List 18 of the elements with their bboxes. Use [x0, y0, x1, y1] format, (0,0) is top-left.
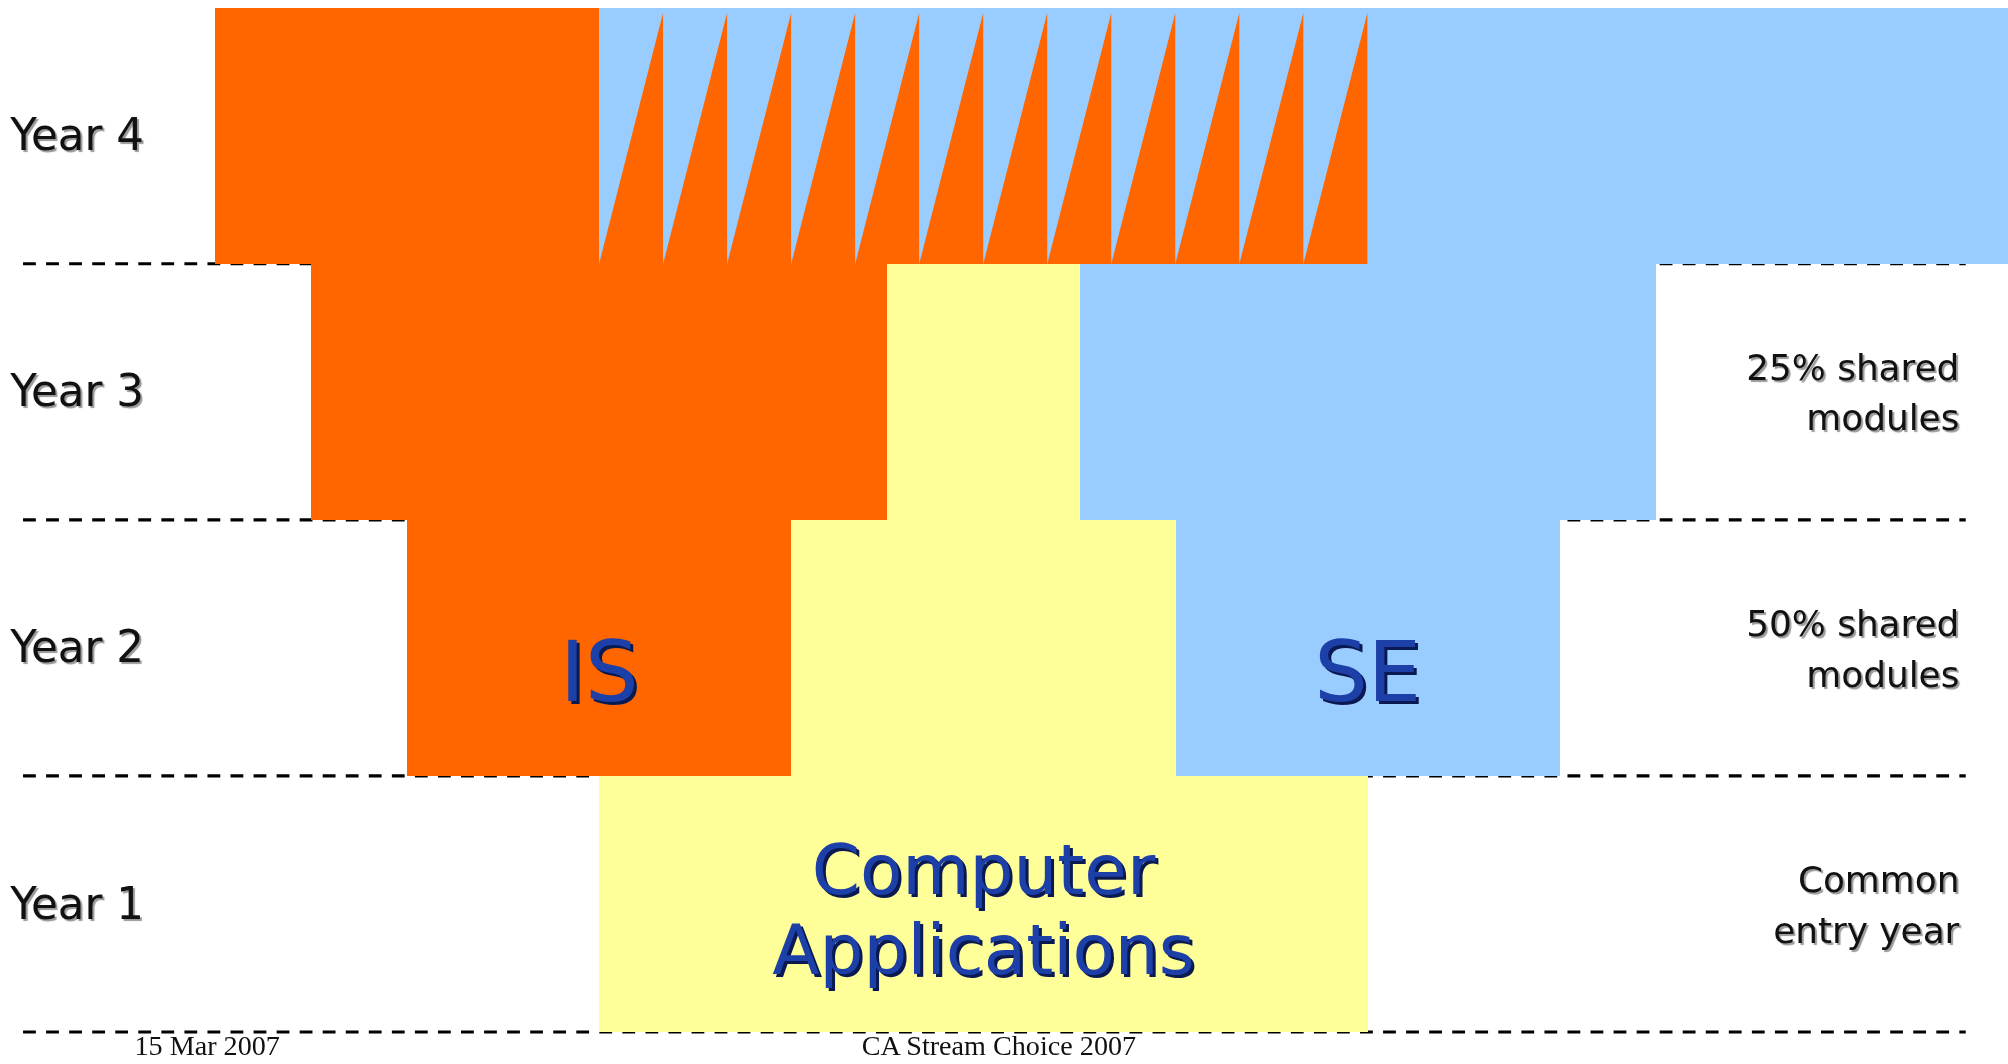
year-label: Year 4 — [10, 110, 144, 161]
note-text: 25% shared modules — [1745, 346, 1960, 441]
stream-block — [1175, 519, 1560, 777]
year-label: Year 1 — [10, 878, 144, 929]
note-text: Common entry year — [1772, 858, 1960, 953]
stream-block — [887, 263, 1080, 520]
stream-name: Computer Applications — [771, 831, 1196, 990]
year-label: Year 3 — [10, 366, 144, 417]
year-label: Year 2 — [10, 622, 144, 673]
stream-name: SE — [1314, 623, 1422, 721]
stream-block — [407, 519, 792, 777]
note-text: 50% shared modules — [1745, 602, 1960, 697]
stream-name: IS — [560, 623, 639, 721]
footer-text: 15 Mar 2007 — [134, 1029, 281, 1062]
stream-block — [1079, 263, 1656, 520]
stream-block — [599, 7, 2008, 264]
stream-block — [599, 776, 1368, 1033]
footer-text: CA Stream Choice 2007 — [860, 1029, 1138, 1062]
